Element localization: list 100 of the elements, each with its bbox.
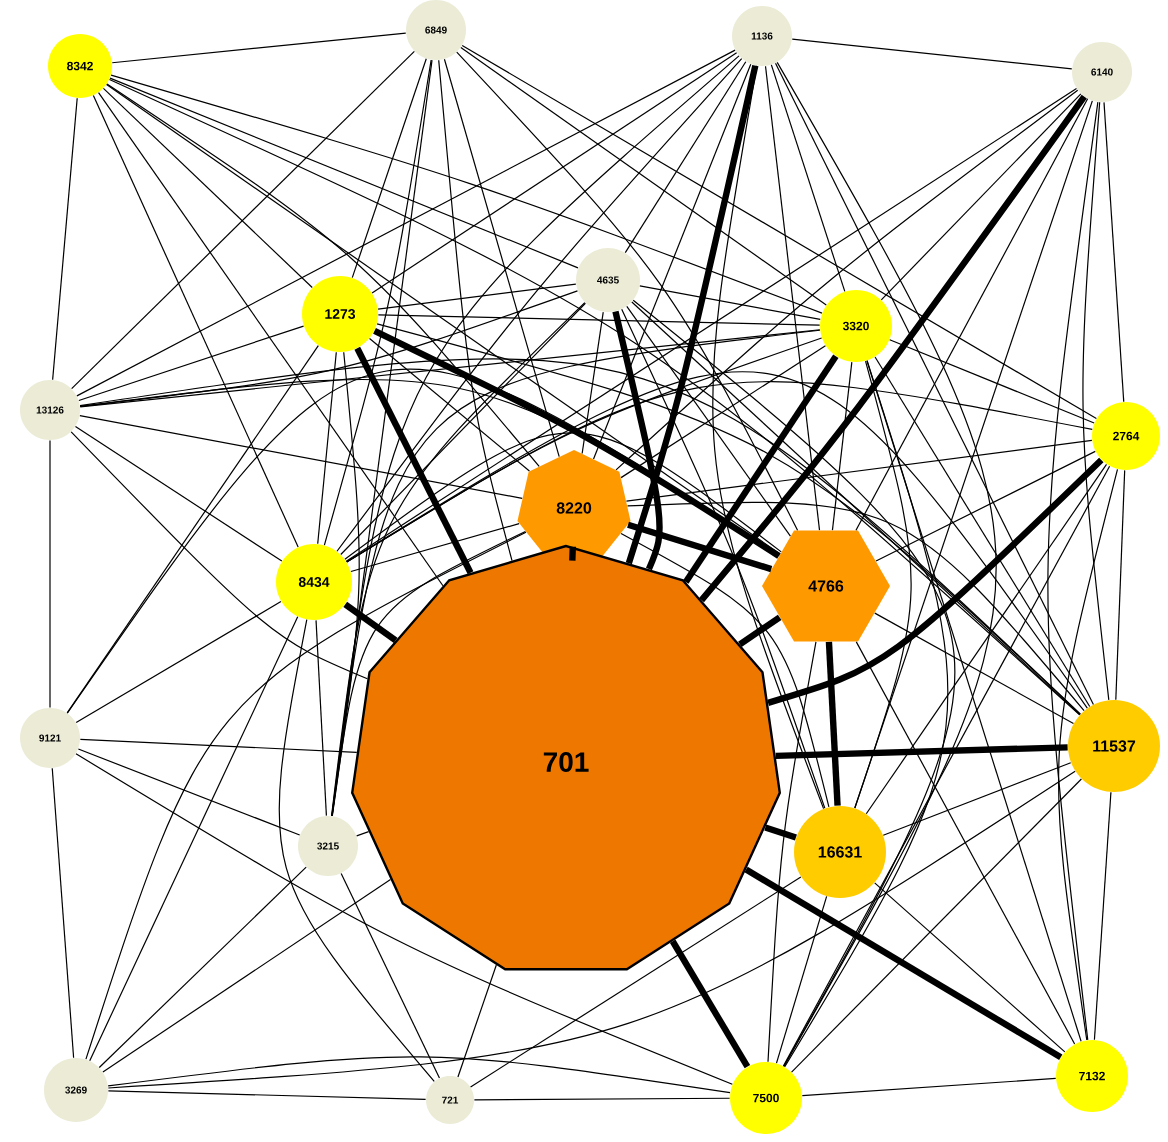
- edge-line: [75, 600, 282, 724]
- edge-line: [632, 299, 955, 1067]
- edge-line: [874, 612, 1075, 725]
- edge-line: [443, 58, 560, 458]
- network-node: 16631: [794, 806, 886, 898]
- edge-line: [79, 358, 1081, 715]
- edge-line: [882, 762, 1072, 836]
- edge-line: [699, 94, 1087, 603]
- edge-line: [669, 939, 751, 1069]
- edge-line: [346, 372, 1088, 709]
- edge-line: [625, 64, 759, 565]
- edge-line: [107, 1090, 427, 1100]
- edge-line: [592, 63, 752, 460]
- edge-line: [78, 325, 305, 402]
- edge-line: [49, 439, 51, 709]
- edge-line: [1082, 101, 1110, 701]
- edge-line: [626, 305, 791, 537]
- edge-line: [744, 866, 1063, 1061]
- edge-line: [75, 753, 733, 1085]
- edge-line: [344, 432, 782, 560]
- edge-line: [52, 97, 78, 381]
- edge-line: [631, 301, 1081, 716]
- edge-line: [70, 431, 368, 680]
- edge-line: [340, 872, 441, 1079]
- edge-line: [92, 94, 299, 548]
- edge-line: [345, 87, 1078, 562]
- edge-line: [438, 59, 513, 562]
- edge-line: [865, 463, 1108, 815]
- edge-line: [825, 641, 841, 806]
- edge-line: [97, 91, 444, 587]
- edge-line: [71, 50, 415, 390]
- edge-line: [66, 345, 319, 714]
- edge-line: [784, 360, 949, 1068]
- edge-line: [775, 895, 828, 1064]
- edge-line: [1047, 101, 1099, 1041]
- edge-line: [770, 64, 846, 292]
- edge-line: [791, 778, 1082, 1073]
- edge-line: [774, 62, 1094, 706]
- edge-line: [620, 345, 826, 479]
- edge-line: [889, 339, 1095, 424]
- edge-line: [77, 748, 301, 836]
- edge-line: [351, 58, 427, 279]
- edge-line: [866, 360, 1082, 1042]
- edge-line: [108, 78, 1081, 716]
- edge-line: [76, 49, 736, 397]
- edge-line: [368, 337, 530, 472]
- edge-line: [782, 465, 1111, 1067]
- edge-line: [874, 882, 1066, 1053]
- edge-line: [854, 360, 912, 809]
- edge-line: [89, 616, 299, 1062]
- edge-line: [278, 619, 435, 1082]
- edge-line: [461, 44, 1097, 420]
- edge-line: [712, 65, 825, 810]
- edge-line: [79, 738, 358, 753]
- edge-line: [1057, 468, 1119, 1041]
- edge-line: [1115, 469, 1126, 701]
- edge-line: [377, 283, 577, 310]
- edge-line: [1093, 791, 1112, 1041]
- edge-line: [51, 767, 75, 1059]
- edge-line: [775, 744, 1068, 760]
- edge-line: [336, 58, 743, 552]
- edge-line: [79, 378, 780, 557]
- edge-line: [620, 532, 830, 808]
- network-node: 11537: [1068, 700, 1160, 792]
- edge-line: [346, 337, 823, 563]
- edge-line: [85, 531, 527, 1060]
- edge-line: [107, 770, 1076, 1089]
- edge-line: [615, 89, 1079, 471]
- edge-line: [1103, 101, 1125, 403]
- edge-line: [315, 619, 327, 817]
- edge-line: [639, 285, 821, 320]
- edge-line: [456, 51, 799, 531]
- edge-line: [98, 866, 307, 1069]
- edge-line: [110, 74, 823, 314]
- edge-line: [317, 351, 337, 545]
- edge-line: [627, 521, 773, 573]
- edge-line: [831, 361, 853, 531]
- edge-line: [569, 546, 576, 561]
- edge-line: [331, 530, 526, 817]
- edge-line: [880, 93, 1082, 301]
- edge-line: [377, 314, 821, 326]
- edge-line: [621, 308, 826, 809]
- edge-line: [874, 356, 1091, 708]
- edge-line: [331, 351, 360, 817]
- network-node: 4766: [762, 530, 890, 642]
- edge-line: [855, 98, 1089, 531]
- edge-line: [323, 59, 432, 546]
- edge-line: [340, 302, 586, 556]
- network-node: 701: [350, 544, 782, 971]
- edge-line: [356, 831, 370, 837]
- edge-line: [612, 310, 663, 571]
- edge-line: [354, 346, 474, 575]
- edge-line: [79, 329, 821, 408]
- edge-line: [855, 641, 1076, 1045]
- edge-line: [764, 65, 821, 531]
- edge-line: [109, 77, 579, 269]
- edge-line: [102, 878, 392, 1073]
- edge-line: [331, 329, 821, 817]
- edge-line: [875, 450, 1096, 562]
- edge-line: [625, 439, 1093, 502]
